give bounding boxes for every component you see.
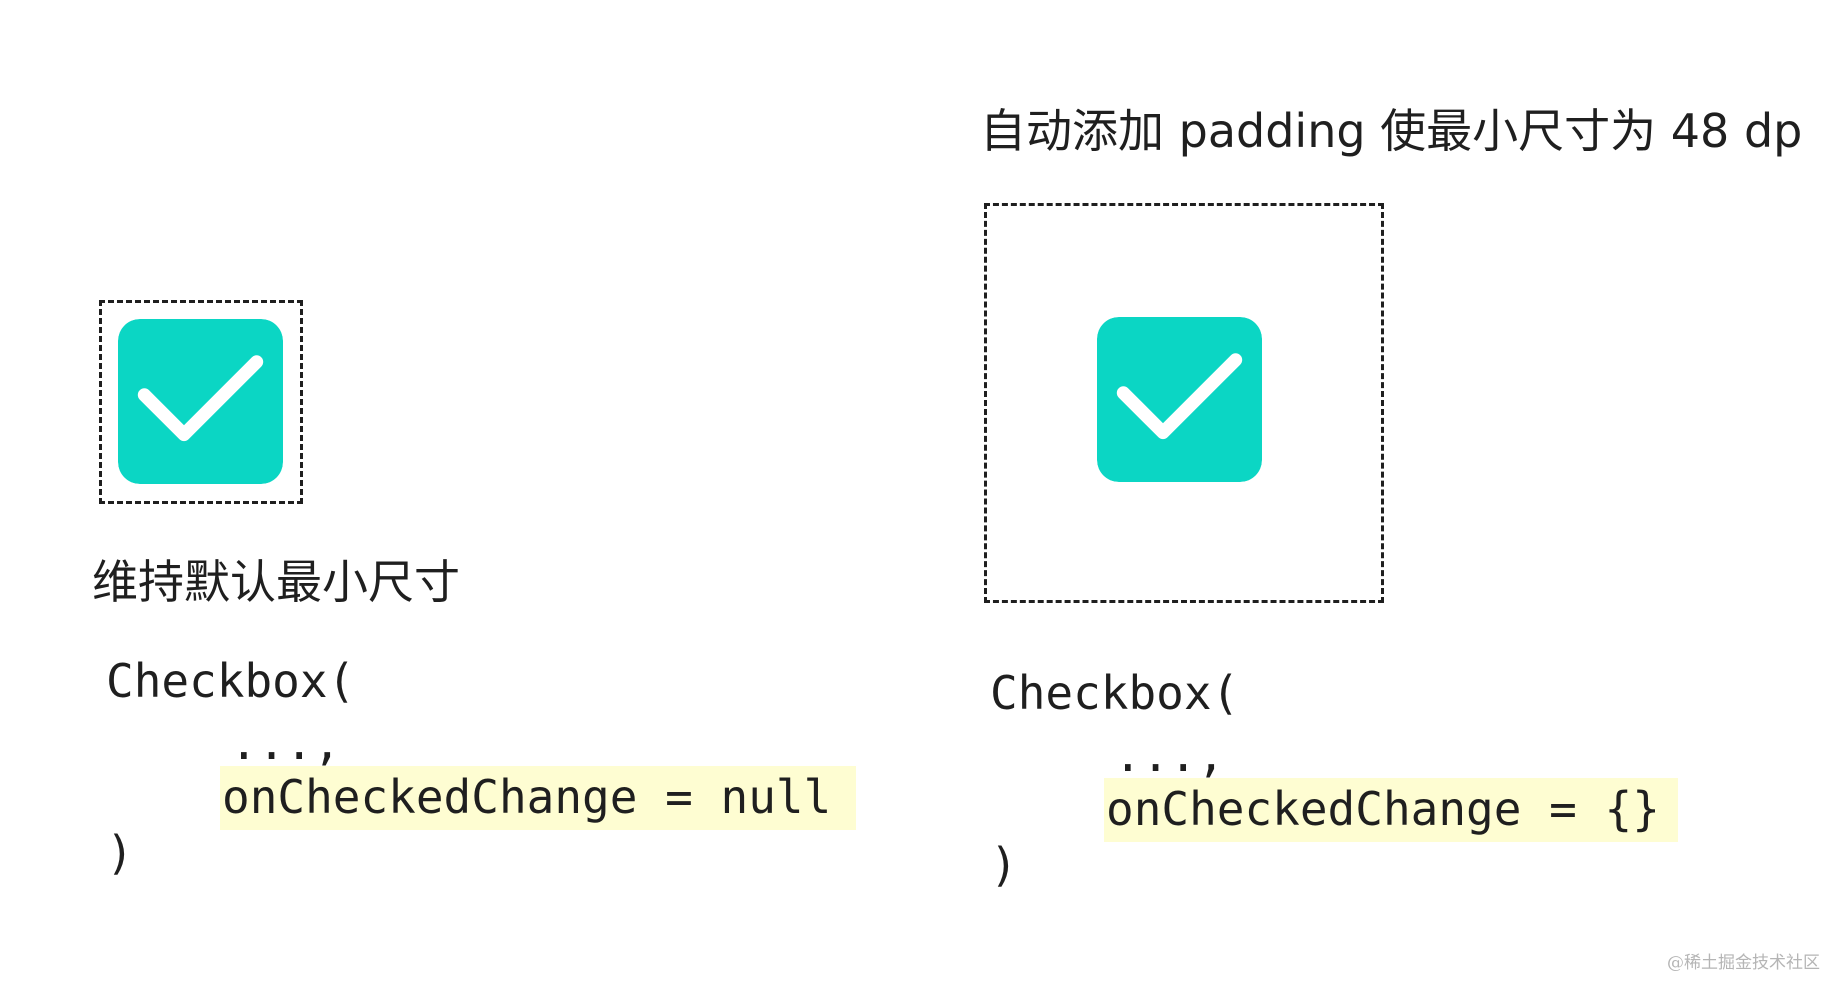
left-code-highlight xyxy=(220,766,856,830)
right-code-block: Checkbox( ..., onCheckedChange = {} ) xyxy=(990,670,1750,900)
left-code-line-4: ) xyxy=(106,826,134,880)
left-code-line-3: onCheckedChange = null xyxy=(222,770,832,824)
right-code-line-3: onCheckedChange = {} xyxy=(1106,782,1660,836)
right-title: 自动添加 padding 使最小尺寸为 48 dp xyxy=(980,104,1803,158)
left-code-line-1: Checkbox( xyxy=(106,654,356,708)
right-code-line-2: ..., xyxy=(1114,728,1225,782)
left-caption: 维持默认最小尺寸 xyxy=(92,555,460,609)
right-code-line-1: Checkbox( xyxy=(990,666,1240,720)
watermark: @稀土掘金技术社区 xyxy=(1667,953,1820,973)
left-code-line-2: ..., xyxy=(230,716,341,770)
left-code-block: Checkbox( ..., onCheckedChange = null ) xyxy=(106,658,886,888)
left-checked-checkbox-icon[interactable] xyxy=(118,319,283,484)
right-checked-checkbox-icon[interactable] xyxy=(1097,317,1262,482)
right-code-highlight xyxy=(1104,778,1678,842)
left-touch-target-box xyxy=(99,300,303,504)
right-code-line-4: ) xyxy=(990,838,1018,892)
right-touch-target-box xyxy=(984,203,1384,603)
